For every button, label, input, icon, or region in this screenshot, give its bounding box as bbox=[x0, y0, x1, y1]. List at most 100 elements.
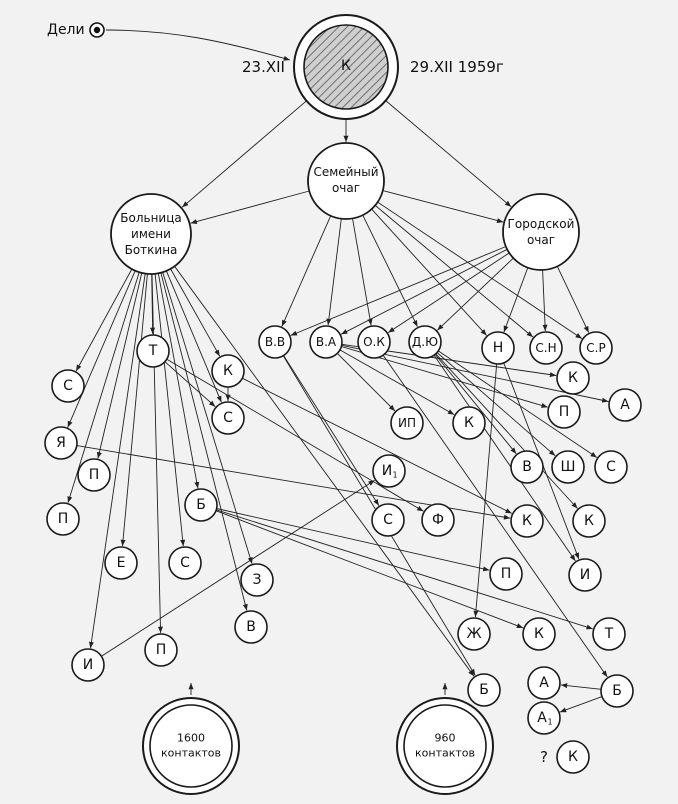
node-s1[interactable]: С bbox=[51, 369, 85, 403]
node-k7-label: К bbox=[568, 749, 578, 765]
node-p5[interactable]: П bbox=[489, 557, 523, 591]
total-1600-contacts[interactable]: 1600 контактов bbox=[142, 683, 240, 795]
node-b1-label: Б bbox=[196, 497, 206, 513]
node-kh[interactable]: К bbox=[211, 354, 245, 388]
edge-city-n bbox=[503, 267, 529, 333]
node-p4-label: П bbox=[559, 404, 570, 420]
node-ok[interactable]: О.К bbox=[357, 325, 391, 359]
edge-vv-s4 bbox=[283, 355, 380, 506]
node-i1[interactable]: И bbox=[71, 648, 105, 682]
hub-family-line-1: Семейный bbox=[313, 165, 378, 179]
node-sr[interactable]: С.Р bbox=[579, 331, 613, 365]
edge-family-city bbox=[382, 190, 504, 223]
edge-hospital-i1 bbox=[88, 273, 146, 649]
hub-hospital[interactable]: Больница имени Боткина bbox=[110, 193, 192, 275]
node-ip[interactable]: ИП bbox=[390, 406, 424, 440]
node-s4-label: С bbox=[383, 512, 393, 528]
node-k5[interactable]: К bbox=[572, 504, 606, 538]
edge-hospital-v1 bbox=[160, 272, 248, 611]
edge-dyu-s5 bbox=[438, 350, 598, 458]
node-i1-label: И bbox=[83, 657, 93, 673]
source-label: Дели bbox=[47, 22, 85, 38]
source-marker-icon bbox=[89, 22, 105, 38]
edge-hospital-p2 bbox=[67, 272, 140, 503]
hub-family[interactable]: Семейный очаг bbox=[307, 142, 385, 220]
node-vv[interactable]: В.В bbox=[258, 325, 292, 359]
node-ya[interactable]: Я bbox=[44, 426, 78, 460]
node-t-label: Т bbox=[148, 343, 158, 359]
node-n[interactable]: Н bbox=[481, 331, 515, 365]
node-s5-label: С bbox=[606, 459, 616, 475]
node-s2[interactable]: С bbox=[211, 401, 245, 435]
edge-b3-asub bbox=[559, 696, 603, 713]
date-end: 29.XII 1959г bbox=[410, 58, 504, 76]
node-zh[interactable]: Ж bbox=[457, 617, 491, 651]
node-s5[interactable]: С bbox=[594, 450, 628, 484]
node-dyu-label: Д.Ю bbox=[412, 335, 438, 349]
edge-t-f bbox=[166, 358, 424, 512]
node-v2[interactable]: В bbox=[510, 450, 544, 484]
total-960-contacts[interactable]: 960 контактов bbox=[396, 683, 494, 795]
edge-dyu-k5 bbox=[435, 353, 578, 509]
edge-hospital-b1 bbox=[157, 273, 200, 489]
node-k6-label: К bbox=[534, 626, 544, 642]
node-b3[interactable]: Б bbox=[600, 674, 634, 708]
node-sn[interactable]: С.Н bbox=[529, 331, 563, 365]
node-dyu[interactable]: Д.Ю bbox=[408, 325, 442, 359]
node-t2[interactable]: Т bbox=[592, 617, 626, 651]
node-p4[interactable]: П bbox=[547, 395, 581, 429]
node-a2[interactable]: А bbox=[527, 666, 561, 700]
edge-hospital-z bbox=[162, 272, 253, 564]
node-a1-label: А bbox=[620, 397, 630, 413]
node-a1[interactable]: А bbox=[608, 388, 642, 422]
node-v1[interactable]: В bbox=[234, 610, 268, 644]
node-i2[interactable]: И bbox=[568, 558, 602, 592]
edge-dyu-i2 bbox=[433, 354, 576, 562]
edge-va-ip bbox=[336, 352, 396, 412]
node-va-label: В.А bbox=[316, 335, 337, 349]
edge-k-city bbox=[385, 100, 512, 208]
edge-family-hospital bbox=[190, 190, 310, 224]
node-k6[interactable]: К bbox=[522, 617, 556, 651]
total-1600-caption: контактов bbox=[161, 747, 221, 760]
node-sr-label: С.Р bbox=[586, 341, 605, 355]
edge-family-sr bbox=[377, 201, 583, 339]
node-k3[interactable]: К bbox=[556, 361, 590, 395]
node-asub-subscript: 1 bbox=[547, 718, 552, 727]
node-vv-label: В.В bbox=[265, 335, 285, 349]
node-k4-label: К bbox=[522, 513, 532, 529]
node-zh-label: Ж bbox=[466, 626, 481, 642]
edge-hospital-s2 bbox=[165, 270, 222, 403]
node-p2-label: П bbox=[58, 511, 69, 527]
total-960-caption: контактов bbox=[415, 747, 475, 760]
node-p3[interactable]: П bbox=[144, 633, 178, 667]
edge-dyu-v2 bbox=[434, 354, 517, 455]
edge-hospital-b2 bbox=[174, 266, 475, 677]
node-b2[interactable]: Б bbox=[467, 673, 501, 707]
node-k2[interactable]: К bbox=[452, 406, 486, 440]
node-s4[interactable]: С bbox=[371, 503, 405, 537]
node-va[interactable]: В.А bbox=[309, 325, 343, 359]
edge-city-ok bbox=[387, 252, 510, 333]
node-b1[interactable]: Б bbox=[184, 488, 218, 522]
node-p1[interactable]: П bbox=[77, 458, 111, 492]
edge-family-n bbox=[371, 208, 487, 336]
node-s1-label: С bbox=[63, 378, 73, 394]
node-e[interactable]: Е bbox=[104, 546, 138, 580]
hub-city[interactable]: Городской очаг bbox=[502, 193, 580, 271]
node-sh[interactable]: Ш bbox=[551, 450, 585, 484]
node-a2-label: А bbox=[539, 675, 549, 691]
edge-city-sn bbox=[542, 269, 548, 332]
node-z[interactable]: З bbox=[240, 563, 274, 597]
node-z-label: З bbox=[253, 572, 262, 588]
node-f[interactable]: Ф bbox=[421, 503, 455, 537]
node-k4[interactable]: К bbox=[510, 504, 544, 538]
hub-k[interactable]: К bbox=[293, 14, 399, 120]
node-p2[interactable]: П bbox=[46, 502, 80, 536]
node-k7[interactable]: К bbox=[556, 740, 590, 774]
edge-hospital-e bbox=[120, 273, 148, 547]
node-s3[interactable]: С bbox=[168, 546, 202, 580]
node-t[interactable]: Т bbox=[136, 334, 170, 368]
